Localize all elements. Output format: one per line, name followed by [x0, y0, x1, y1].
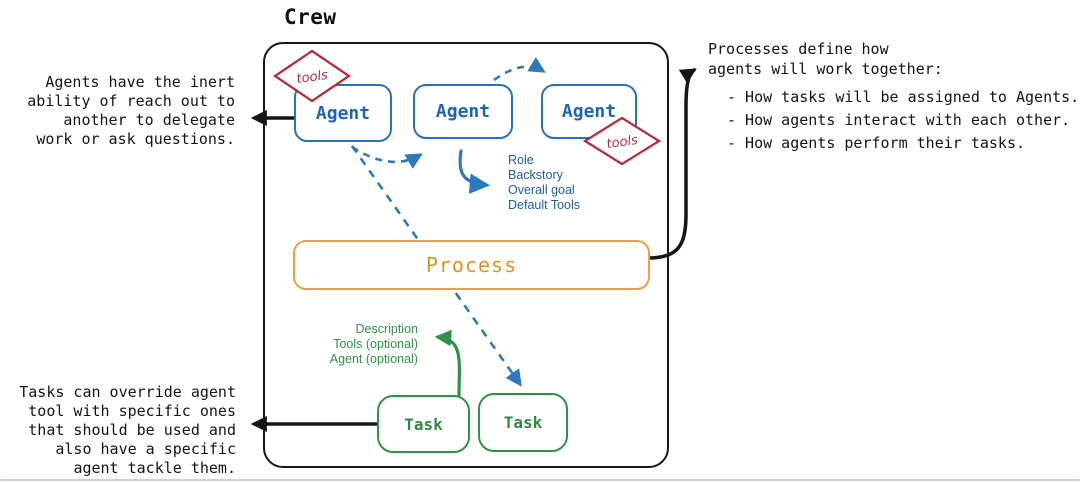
note-line: also have a specific	[55, 440, 236, 458]
note-processes: Processes define how agents will work to…	[708, 39, 1079, 155]
attr-line: Tools (optional)	[333, 337, 418, 351]
tools-diamond-1	[272, 49, 352, 103]
tools-diamond-2	[582, 116, 662, 166]
note-line: Processes define how	[708, 40, 889, 58]
bullet-line: - How agents perform their tasks.	[727, 134, 1026, 152]
note-agent-delegation: Agents have the inert ability of reach o…	[2, 73, 235, 149]
bullet-line: - How tasks will be assigned to Agents.	[727, 88, 1080, 106]
arrow-process-to-right-note	[648, 68, 697, 260]
note-processes-bullets: - How tasks will be assigned to Agents. …	[727, 86, 1079, 155]
bullet-line: - How agents interact with each other.	[727, 111, 1071, 129]
dashed-agent-to-task-line	[350, 145, 522, 387]
attr-line: Description	[355, 322, 418, 336]
process-node: Process	[293, 240, 650, 290]
dashed-agent1-to-agent2	[351, 145, 423, 169]
note-line: Tasks can override agent	[19, 383, 236, 401]
arrow-agent-to-attrs	[458, 149, 491, 194]
note-line: tool with specific ones	[28, 402, 236, 420]
note-line: another to delegate	[63, 111, 235, 129]
attr-line: Overall goal	[508, 183, 575, 197]
crew-title: Crew	[284, 5, 337, 29]
note-line: agents will work together:	[708, 60, 943, 78]
tools-badge-label-1: tools	[296, 68, 329, 87]
attr-line: Role	[508, 153, 534, 167]
attr-line: Agent (optional)	[329, 352, 418, 366]
note-line: Agents have the inert	[45, 73, 235, 91]
screenshot-bottom-edge	[0, 478, 1080, 481]
note-processes-heading: Processes define how agents will work to…	[708, 39, 1079, 79]
note-line: work or ask questions.	[36, 130, 235, 148]
agent-attributes-list: Role Backstory Overall goal Default Tool…	[508, 153, 580, 213]
note-line: agent tackle them.	[73, 459, 236, 477]
tools-badge-label-2: tools	[606, 133, 639, 152]
note-line: ability of reach out to	[27, 92, 235, 110]
attr-line: Default Tools	[508, 198, 581, 212]
arrow-task-to-attrs	[434, 329, 461, 398]
dashed-agent2-to-agent3	[493, 57, 546, 82]
note-line: that should be used and	[28, 421, 236, 439]
attr-line: Backstory	[508, 168, 563, 182]
task-node-1: Task	[377, 395, 470, 453]
note-task-override: Tasks can override agent tool with speci…	[2, 383, 236, 478]
agent-node-2: Agent	[413, 84, 513, 139]
task-node-2: Task	[478, 393, 568, 452]
task-attributes-list: Description Tools (optional) Agent (opti…	[318, 322, 418, 367]
